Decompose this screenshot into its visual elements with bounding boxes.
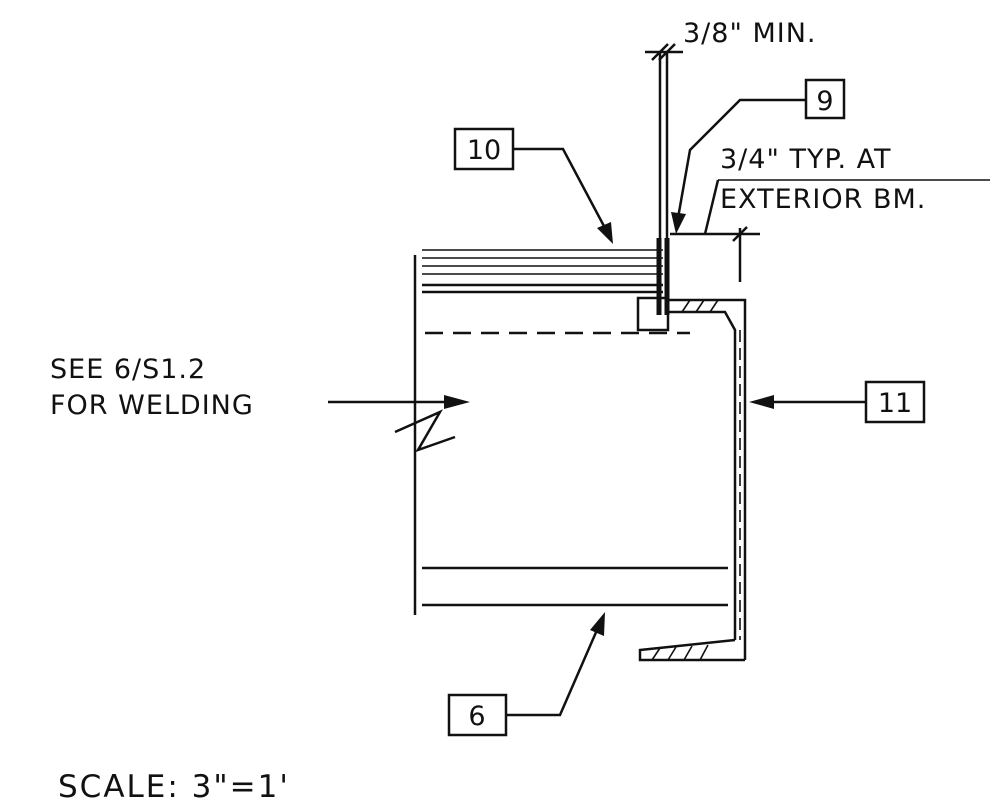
top-dimension: 3/8" MIN. [645, 18, 817, 238]
welding-arrowhead [444, 395, 470, 409]
welding-note: SEE 6/S1.2 FOR WELDING [50, 354, 470, 421]
hatch [695, 299, 705, 313]
channel-outer [668, 298, 747, 660]
callout-11-arrowhead [749, 395, 774, 409]
callout-11-box [864, 380, 926, 424]
callout-11-text: 11 [878, 388, 912, 419]
leader-line [703, 179, 720, 235]
callout-10-arrowhead [597, 222, 613, 244]
hatch [651, 647, 661, 661]
hatch [709, 299, 719, 313]
scale-label: SCALE: 3"=1' [58, 769, 290, 805]
callout-9-text: 9 [816, 86, 833, 117]
dim-tick [658, 43, 676, 61]
dim-tick [732, 226, 748, 242]
channel-inner [668, 310, 737, 640]
beam-section [394, 249, 728, 615]
callout-10-text: 10 [467, 135, 501, 166]
hatch [667, 646, 677, 661]
callout-10: 10 [453, 127, 613, 244]
callout-9-box [804, 78, 846, 120]
hatch [683, 645, 693, 661]
callout-9: 9 [671, 78, 846, 234]
callout-6-leader [506, 629, 599, 717]
callout-9-arrowhead [671, 212, 686, 234]
callout-6-arrowhead [590, 612, 605, 636]
callout-11: 11 [749, 380, 926, 424]
hatch [699, 644, 709, 661]
welding-note-line2: FOR WELDING [50, 390, 254, 421]
dim-tick [651, 43, 669, 61]
callout-10-box [453, 127, 515, 171]
channel-bottom [638, 638, 745, 662]
right-dim-text-line2: EXTERIOR BM. [720, 184, 926, 215]
callout-10-leader [513, 147, 607, 229]
welding-note-line1: SEE 6/S1.2 [50, 354, 206, 385]
callout-9-leader [676, 98, 806, 219]
right-dimension: 3/4" TYP. AT EXTERIOR BM. [670, 144, 990, 282]
angle-leg-top [636, 296, 670, 332]
callout-6: 6 [447, 612, 605, 737]
edge-form-angle [636, 238, 747, 662]
callout-6-box [447, 693, 508, 737]
hatch [681, 299, 691, 313]
break-line [394, 409, 456, 453]
top-dim-text: 3/8" MIN. [683, 18, 817, 49]
right-dim-text-line1: 3/4" TYP. AT [720, 144, 892, 175]
callout-6-text: 6 [468, 701, 485, 732]
